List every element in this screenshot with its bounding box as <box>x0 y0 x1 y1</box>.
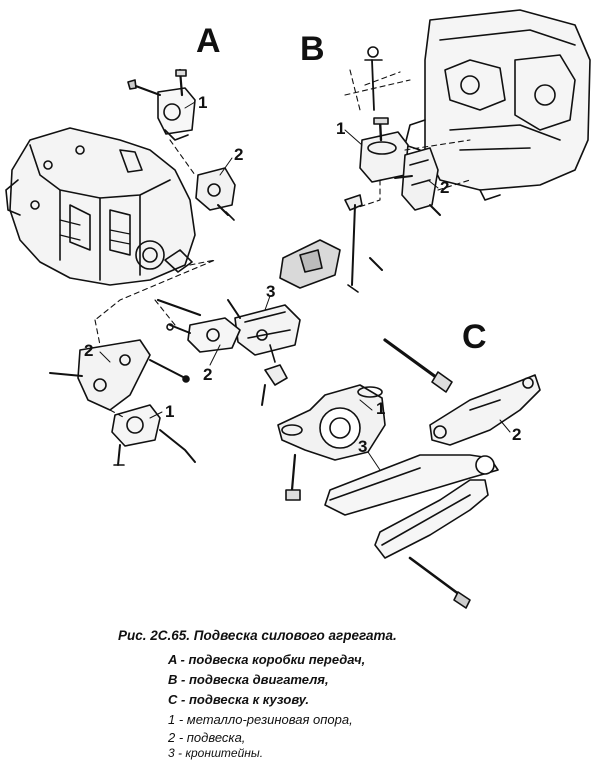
group-letter-c: C <box>462 318 487 356</box>
caption-line-c: C - подвеска к кузову. <box>168 692 310 707</box>
caption-title: Рис. 2C.65. Подвеска силового агрегата. <box>118 628 397 643</box>
body-crossmember <box>324 454 499 609</box>
callout-b2: 2 <box>440 178 449 197</box>
power-unit-mounting-diagram: A B C 1 2 1 2 3 2 2 1 1 2 3 <box>5 9 591 609</box>
group-letter-b: B <box>300 30 325 68</box>
alignment-lines-lower-left <box>109 409 126 419</box>
group-letter-a: A <box>196 22 221 60</box>
engine-block <box>404 9 591 201</box>
middle-small-bolt-parts <box>261 344 288 406</box>
figure-caption: Рис. 2C.65. Подвеска силового агрегата. … <box>0 622 600 760</box>
callout-c2: 2 <box>512 425 521 444</box>
alignment-lines-a <box>94 139 216 346</box>
body-link-bracket <box>429 374 541 446</box>
lower-left-rubber-mount <box>111 404 196 466</box>
engine-lower-bracket <box>279 239 341 289</box>
callout-c3: 3 <box>358 437 367 456</box>
middle-link-bracket <box>166 317 241 353</box>
caption-line-a: A - подвеска коробки передач, <box>168 652 366 667</box>
body-long-bolt <box>383 338 453 393</box>
callout-a2: 2 <box>234 145 243 164</box>
callout-low2: 2 <box>84 341 93 360</box>
gearbox-rubber-mount-upper <box>127 68 196 141</box>
engine-bracket <box>394 147 441 216</box>
middle-bracket-assembly <box>156 298 301 356</box>
body-rubber-mount <box>277 384 386 501</box>
callout-mid2: 2 <box>203 365 212 384</box>
engine-rubber-mount <box>359 46 409 183</box>
callout-mid3: 3 <box>266 282 275 301</box>
callout-leaders <box>99 101 511 471</box>
gearbox-housing <box>5 127 196 286</box>
callout-low1: 1 <box>165 402 174 421</box>
callout-b1: 1 <box>336 119 345 138</box>
gearbox-bracket-upper <box>195 167 236 221</box>
caption-line-b: B - подвеска двигателя, <box>168 672 329 687</box>
engine-tie-rod <box>344 194 383 293</box>
caption-line-3: 3 - кронштейны. <box>168 746 264 760</box>
lower-left-bracket <box>49 339 190 411</box>
caption-line-1: 1 - металло-резиновая опора, <box>168 712 353 727</box>
callout-c1: 1 <box>376 399 385 418</box>
callout-a1: 1 <box>198 93 207 112</box>
caption-line-2: 2 - подвеска, <box>168 730 246 745</box>
